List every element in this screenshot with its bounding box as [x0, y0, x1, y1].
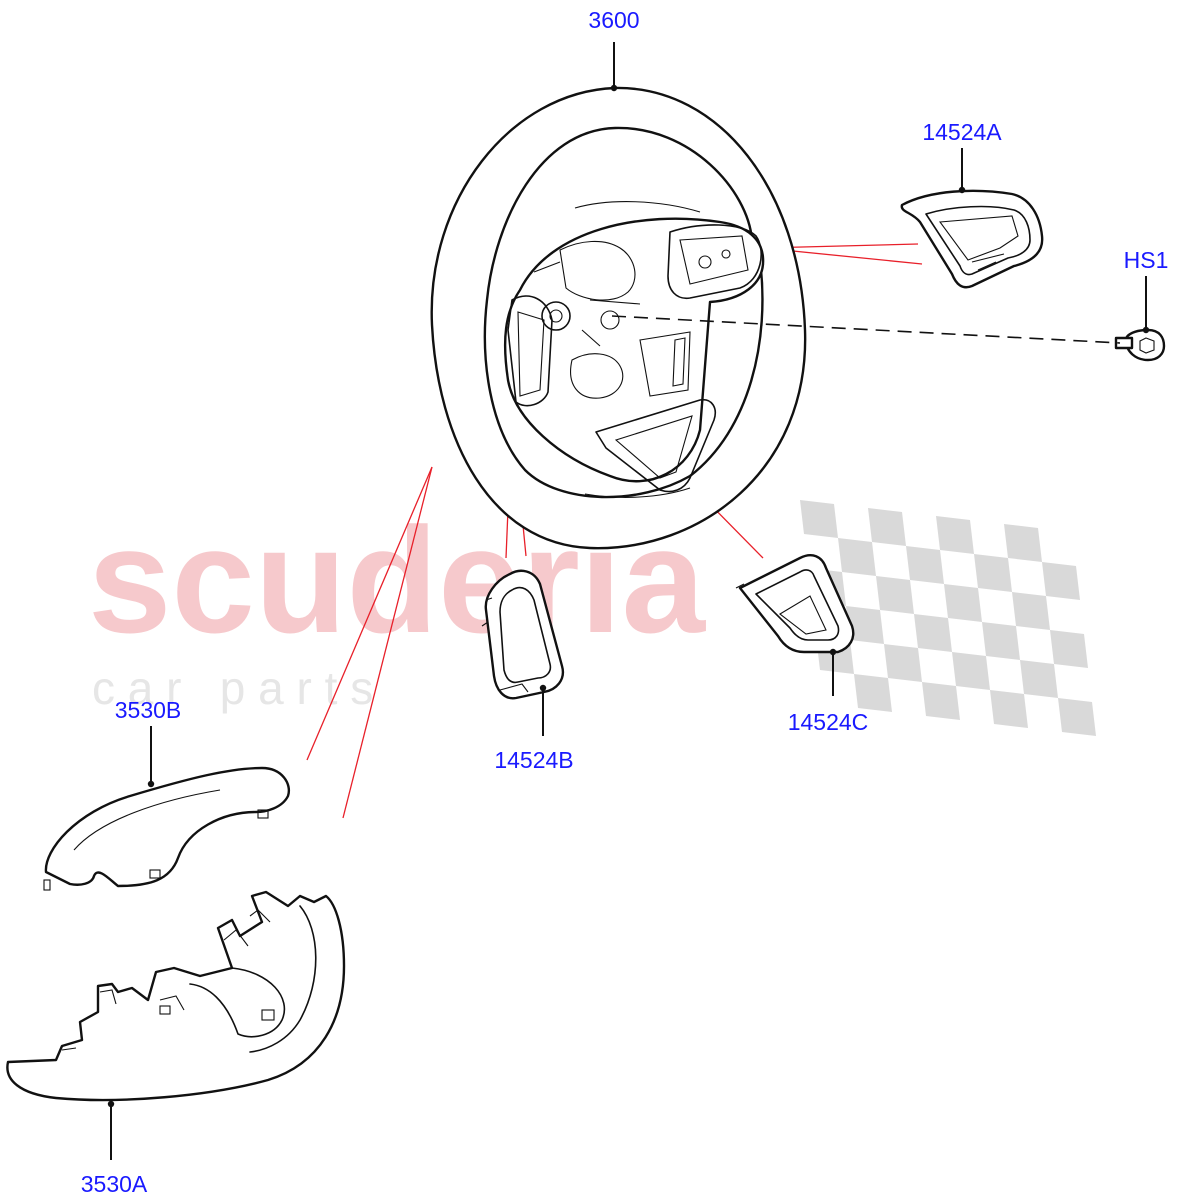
- checker-square: [952, 652, 990, 690]
- checker-square: [922, 682, 960, 720]
- callout-14524b: 14524B: [494, 747, 573, 773]
- switch-pack-lower: [735, 554, 855, 654]
- checker-square: [876, 576, 914, 614]
- checker-square: [1050, 630, 1088, 668]
- checker-square: [868, 508, 906, 546]
- checker-square: [906, 546, 944, 584]
- column-cover-lower: [6, 890, 346, 1102]
- checker-square: [936, 516, 974, 554]
- checker-square: [974, 554, 1012, 592]
- checker-square: [914, 614, 952, 652]
- checker-square: [838, 538, 876, 576]
- leader-lines: [107, 42, 1150, 1160]
- switch-pack-left: [481, 569, 565, 700]
- column-cover-upper: [43, 766, 291, 891]
- callout-14524a: 14524A: [922, 119, 1002, 145]
- callout-3530b: 3530B: [115, 697, 182, 723]
- callout-3600: 3600: [588, 7, 639, 33]
- checker-square: [944, 584, 982, 622]
- watermark-tagline: c a r p a r t s: [92, 662, 373, 714]
- callout-3530a: 3530A: [81, 1171, 148, 1197]
- checker-square: [1004, 524, 1042, 562]
- checker-square: [982, 622, 1020, 660]
- checker-square: [846, 606, 884, 644]
- screw-hs1: [1114, 328, 1166, 362]
- callout-hs1: HS1: [1124, 247, 1169, 273]
- checker-square: [990, 690, 1028, 728]
- checker-square: [854, 674, 892, 712]
- assembly-axis-line: [611, 315, 1121, 344]
- checker-square: [1020, 660, 1058, 698]
- steering-wheel: [430, 86, 807, 550]
- checker-square: [1012, 592, 1050, 630]
- checker-square: [1042, 562, 1080, 600]
- checker-square: [800, 500, 838, 538]
- checker-square: [884, 644, 922, 682]
- callout-14524c: 14524C: [788, 709, 869, 735]
- callout-labels: 3600 14524A HS1 14524B 14524C 3530B 3530…: [81, 7, 1169, 1197]
- switch-pack-right: [900, 189, 1044, 289]
- checker-square: [1058, 698, 1096, 736]
